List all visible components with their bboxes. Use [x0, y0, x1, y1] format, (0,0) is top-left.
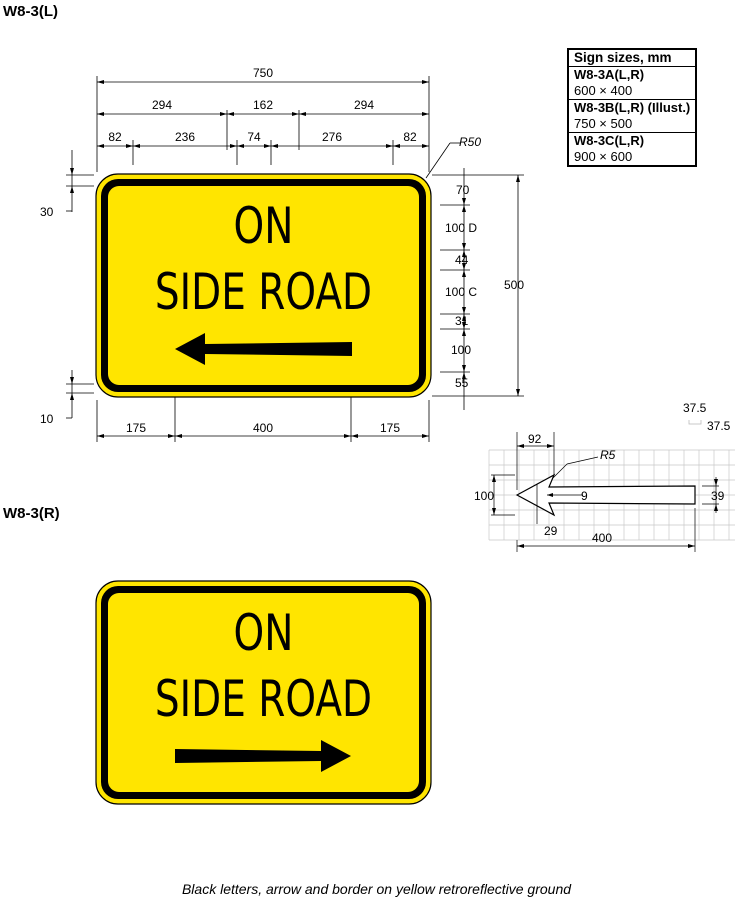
dim-border-bottom: 10 [40, 412, 54, 426]
dim-head-length: 92 [528, 432, 542, 446]
right-sign-code: W8-3(R) [3, 505, 60, 522]
right-arrow [175, 740, 351, 772]
size-b-label: W8-3B(L,R) (Illust.) [567, 99, 697, 116]
left-arrow [175, 333, 352, 365]
dim-bottom-right: 175 [379, 421, 401, 435]
dim-row2-left: 294 [151, 98, 173, 112]
size-a-value: 600 × 400 [567, 83, 697, 100]
dim-inset: 9 [581, 489, 588, 503]
dim-row3-b: 236 [174, 130, 196, 144]
dim-v-0: 70 [456, 183, 470, 197]
dim-v-1: 100 D [445, 221, 478, 235]
dim-row2-mid: 162 [252, 98, 274, 112]
dim-barb: 29 [544, 524, 558, 538]
dim-total-length: 400 [592, 531, 613, 545]
grid-size-label: 37.5 [683, 401, 707, 415]
dim-row3-a: 82 [108, 130, 122, 144]
sizes-table-header: Sign sizes, mm [567, 48, 697, 67]
dim-v-2: 44 [455, 253, 469, 267]
arrow-outline [515, 473, 696, 517]
dim-bottom-mid: 400 [252, 421, 274, 435]
left-sign-line1: ON [233, 197, 294, 255]
dim-row3-e: 82 [403, 130, 417, 144]
dim-shaft-height: 39 [711, 489, 725, 503]
dim-row3-c: 74 [247, 130, 261, 144]
dim-border-top: 30 [40, 205, 54, 219]
size-a-label: W8-3A(L,R) [567, 66, 697, 83]
dim-v-4: 31 [455, 314, 469, 328]
dim-v-5: 100 [451, 343, 472, 357]
dim-head-height: 100 [474, 489, 495, 503]
sign-sizes-table: Sign sizes, mm W8-3A(L,R) 600 × 400 W8-3… [567, 48, 698, 167]
arrow-detail-drawing [488, 420, 735, 552]
dim-row3-d: 276 [321, 130, 343, 144]
dim-row2-right: 294 [353, 98, 375, 112]
grid-size-label-small: 37.5 [707, 419, 731, 433]
size-c-label: W8-3C(L,R) [567, 132, 697, 149]
dim-v-3: 100 C [445, 285, 478, 299]
right-sign [95, 580, 432, 805]
right-sign-line1: ON [233, 604, 294, 662]
dim-height: 500 [504, 278, 525, 292]
dim-overall-width: 750 [252, 66, 274, 80]
dim-v-6: 55 [455, 376, 469, 390]
left-sign [95, 173, 432, 398]
dim-tip-radius: R5 [600, 448, 616, 462]
dim-bottom-left: 175 [125, 421, 147, 435]
left-sign-code: W8-3(L) [3, 3, 58, 20]
right-sign-line2: SIDE ROAD [154, 670, 373, 728]
dim-corner-radius: R50 [459, 135, 482, 149]
size-c-value: 900 × 600 [567, 149, 697, 167]
left-sign-line2: SIDE ROAD [154, 263, 373, 321]
caption: Black letters, arrow and border on yello… [181, 881, 572, 897]
